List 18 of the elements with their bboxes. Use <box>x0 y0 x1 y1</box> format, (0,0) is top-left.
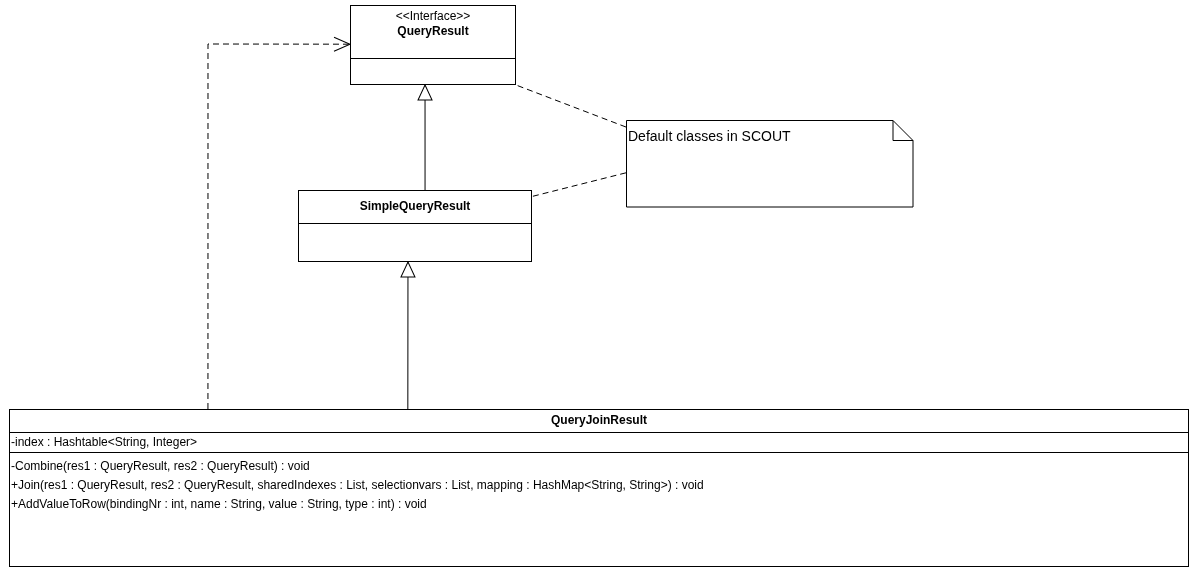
stereotype-label: <<Interface>> <box>395 9 471 23</box>
dependency-arrow <box>207 36 351 410</box>
note-text: Default classes in SCOUT <box>627 127 791 145</box>
attribute-text: -index : Hashtable<String, Integer> <box>11 435 198 449</box>
note-box <box>626 120 914 208</box>
class-box <box>9 409 1189 567</box>
class-name: QueryJoinResult <box>551 413 647 427</box>
inheritance-arrow <box>400 261 416 410</box>
inheritance-arrow <box>417 84 433 191</box>
note-connector <box>515 84 627 128</box>
class-name: QueryResult <box>397 24 469 38</box>
interface-box <box>350 5 516 85</box>
class-name: SimpleQueryResult <box>359 199 471 213</box>
method-text: +AddValueToRow(bindingNr : int, name : String, value : String, type : int) : void <box>11 497 427 511</box>
note-connector <box>531 172 627 197</box>
method-text: +Join(res1 : QueryResult, res2 : QueryResult, sharedIndexes : List, selectionvars : List, mapping : HashMap<String, String>) : void <box>11 478 704 492</box>
method-text: -Combine(res1 : QueryResult, res2 : QueryResult) : void <box>11 459 310 473</box>
class-box <box>298 190 532 262</box>
